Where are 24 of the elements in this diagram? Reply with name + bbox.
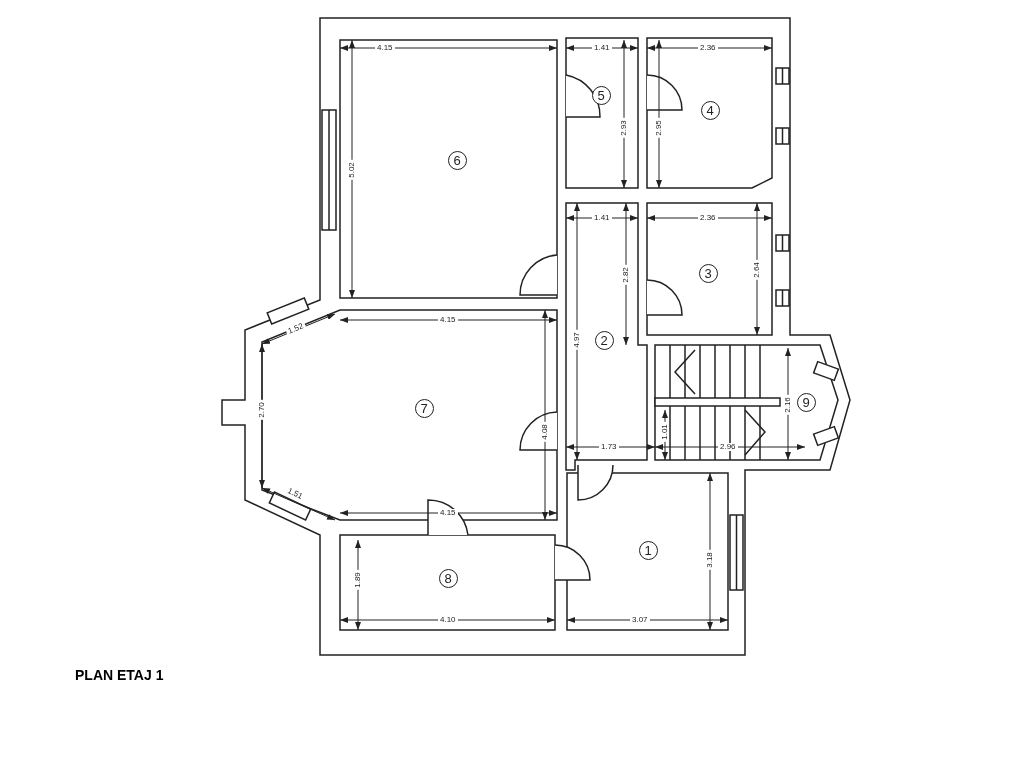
dimension-label: 4.15 — [438, 509, 458, 517]
dimension-label: 2.93 — [619, 118, 628, 138]
dimension-label: 2.64 — [752, 260, 761, 280]
dimension-label: 2.70 — [257, 400, 266, 420]
dimension-label: 2.36 — [698, 214, 718, 222]
dimension-label: 2.95 — [654, 118, 663, 138]
dimension-label: 2.82 — [621, 265, 630, 285]
dimension-label: 4.97 — [572, 330, 581, 350]
dimension-label: 1.41 — [592, 44, 612, 52]
dimension-label: 4.08 — [540, 422, 549, 442]
plan-title: PLAN ETAJ 1 — [75, 667, 164, 683]
dimension-label: 1.73 — [599, 443, 619, 451]
dimension-label: 5.02 — [347, 160, 356, 180]
dimension-label: 1.01 — [660, 422, 669, 442]
dimension-label: 4.15 — [375, 44, 395, 52]
dimension-label: 3.07 — [630, 616, 650, 624]
dimension-label: 2.16 — [783, 395, 792, 415]
dimension-label: 1.41 — [592, 214, 612, 222]
dimension-label: 4.10 — [438, 616, 458, 624]
dimension-label: 2.36 — [698, 44, 718, 52]
dimension-label: 2.96 — [718, 443, 738, 451]
dimension-label: 3.18 — [705, 550, 714, 570]
dimension-label: 1.89 — [353, 570, 362, 590]
dimension-label: 4.15 — [438, 316, 458, 324]
